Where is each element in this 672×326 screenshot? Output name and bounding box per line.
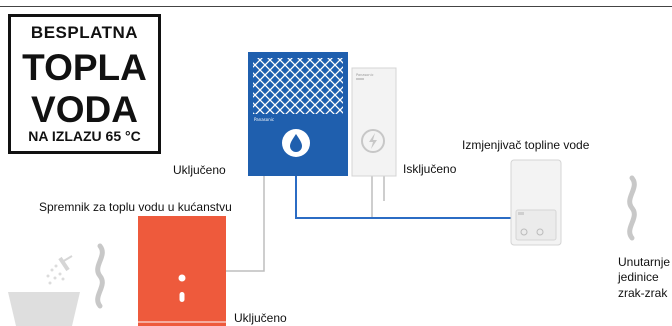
badge-line-2: TOPLA (22, 47, 147, 88)
indoor-units-line-2: jedinice (618, 270, 659, 284)
free-hot-water-badge: BESPLATNA TOPLA VODA NA IZLAZU 65 °C (8, 14, 161, 154)
heat-exchanger-unit (510, 159, 562, 246)
aux-unit-logo: Panasonic (356, 73, 374, 77)
lightning-icon (361, 129, 385, 153)
tank-label: Spremnik za toplu vodu u kućanstvu (39, 200, 232, 214)
aux-unit: Panasonic (351, 67, 397, 177)
shower-drops (46, 264, 65, 285)
heat-exchanger-label: Izmjenjivač topline vode (462, 138, 590, 152)
heat-pump-logo: Panasonic (254, 117, 274, 122)
heat-pump-unit: Panasonic (248, 52, 348, 176)
tank-status: Uključeno (234, 311, 287, 325)
grey-pipes (226, 176, 385, 272)
badge-line-3: VODA (31, 89, 138, 130)
shower-icon (58, 255, 73, 272)
indoor-units-line-1: Unutarnje (618, 255, 671, 269)
water-pipe (295, 176, 511, 219)
air-wave-icon (627, 175, 637, 241)
aux-unit-status: Isključeno (403, 162, 457, 176)
badge-line-4: NA IZLAZU 65 °C (28, 128, 141, 144)
badge-line-1: BESPLATNA (30, 23, 139, 42)
indoor-units-line-3: zrak-zrak (618, 286, 668, 300)
hot-water-tank (138, 216, 226, 326)
top-divider (0, 6, 672, 7)
heat-wave-icon (95, 243, 105, 309)
heat-pump-status: Uključeno (173, 163, 226, 177)
bathtub-icon (8, 292, 80, 326)
